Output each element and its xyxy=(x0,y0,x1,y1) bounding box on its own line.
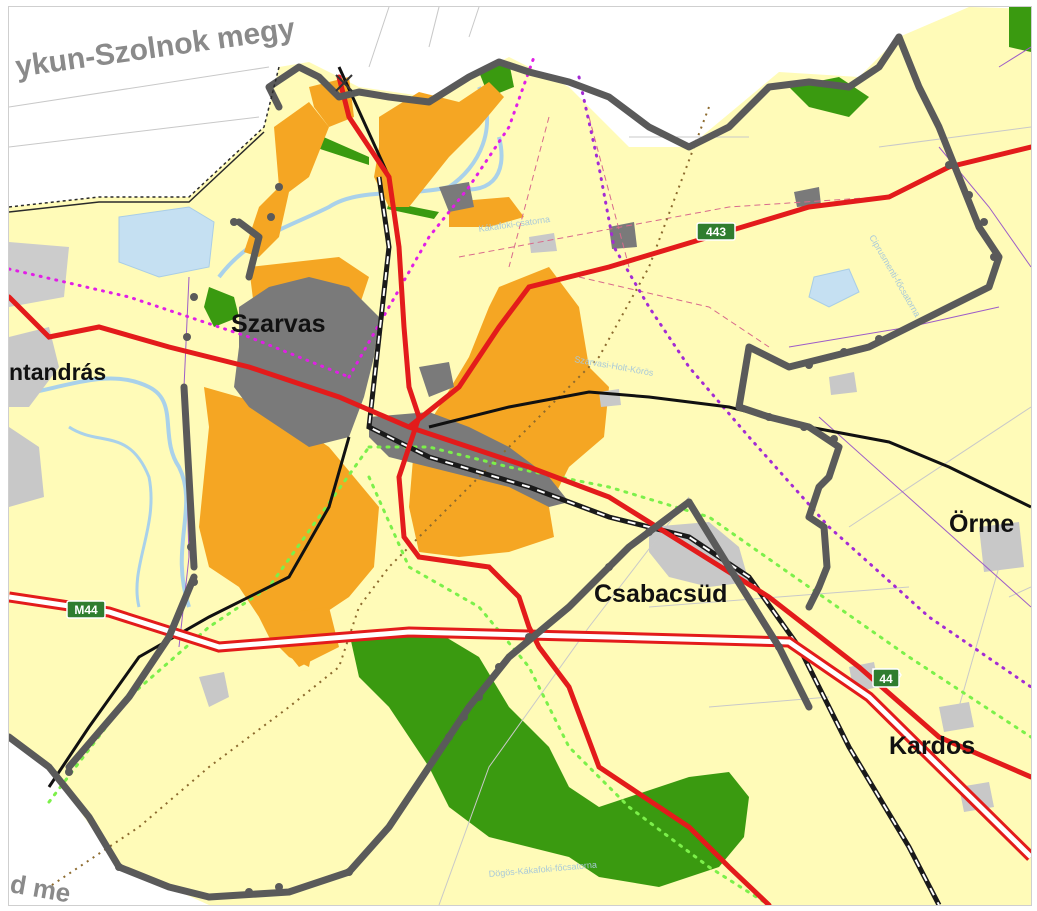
settlement-label-kardos[interactable]: Kardos xyxy=(889,732,975,760)
pond xyxy=(808,268,860,308)
outside-lines xyxy=(9,7,480,148)
railways xyxy=(366,176,942,905)
m44-expressway xyxy=(9,591,1031,861)
border-markers xyxy=(65,94,998,896)
szarvas-urban xyxy=(234,277,379,447)
settlement-label-kunszentandras[interactable]: ntandrás xyxy=(9,359,106,385)
map-view[interactable]: ykun-Szolnok megy d me Kákafoki-csatorna… xyxy=(8,6,1032,906)
road-shield-44[interactable]: 44 xyxy=(872,668,902,688)
settlement-label-szarvas[interactable]: Szarvas xyxy=(231,310,326,338)
settlement-label-csabacsud[interactable]: Csabacsüd xyxy=(594,580,727,608)
svg-text:443: 443 xyxy=(706,225,726,239)
canal-label: Ciprusmenti-főcsatorna xyxy=(867,233,922,319)
parcel-lines xyxy=(438,126,1031,905)
forest-south xyxy=(349,627,749,887)
water-bodies xyxy=(9,206,860,308)
svg-text:M44: M44 xyxy=(74,603,98,617)
purple-pipeline xyxy=(577,75,1031,689)
road-shield-443[interactable]: 443 xyxy=(696,222,736,241)
magenta-pipeline xyxy=(9,55,536,379)
svg-text:44: 44 xyxy=(879,672,893,686)
lake xyxy=(118,206,215,278)
main-roads xyxy=(9,74,1031,905)
forest-areas xyxy=(204,7,1031,887)
development-areas xyxy=(199,77,609,667)
map-canvas[interactable]: ykun-Szolnok megy d me Kákafoki-csatorna… xyxy=(9,7,1031,905)
crossing-icon xyxy=(335,74,353,92)
county-edge-hatching xyxy=(9,66,280,213)
planned-lines xyxy=(458,116,880,348)
canal-label: Dögös-Kákafoki-főcsatorna xyxy=(488,860,597,879)
brown-dotted-lines xyxy=(48,106,710,888)
settlement-label-ormenykut[interactable]: Örme xyxy=(949,509,1014,538)
road-shield-m44[interactable]: M44 xyxy=(66,600,106,619)
county-border xyxy=(9,33,1003,901)
